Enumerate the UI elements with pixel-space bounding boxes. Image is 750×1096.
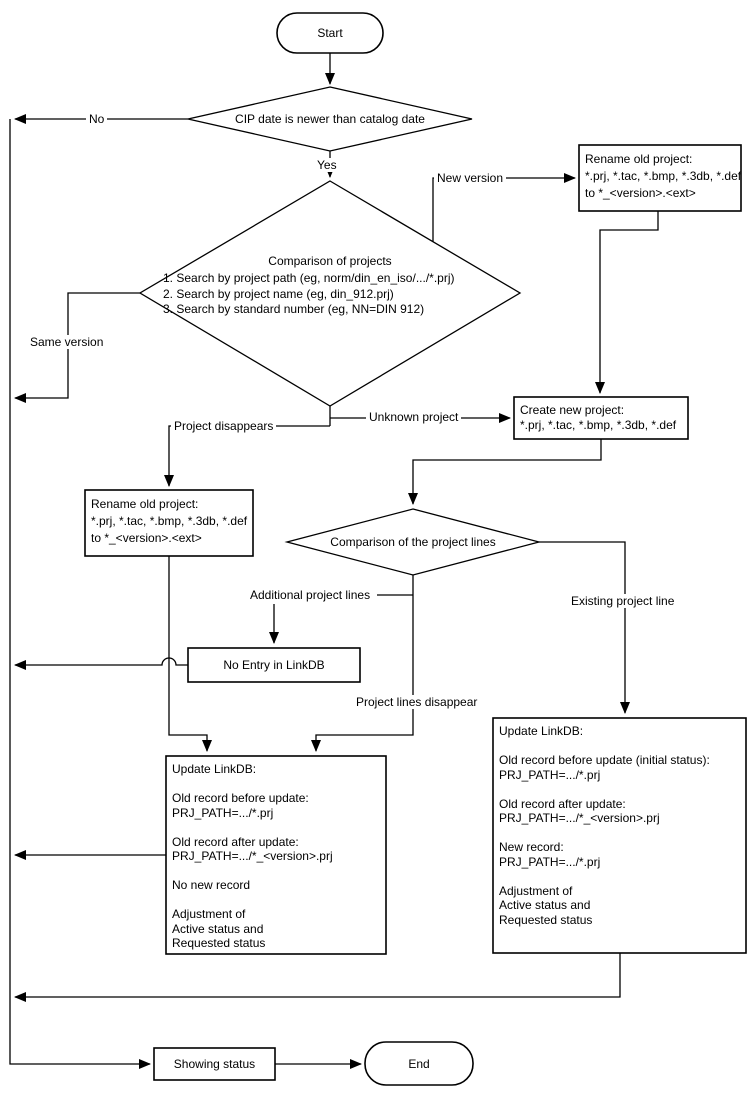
cip-decision-diamond [187, 86, 473, 152]
no-entry-linkdb-label: No Entry in LinkDB [223, 658, 325, 672]
connector-rename-right-to-create [595, 211, 659, 394]
create-new-project-box [513, 396, 689, 440]
rename-old-project-right-text: Rename old project: *.prj, *.tac, *.bmp,… [585, 152, 742, 200]
edge-label-no: No [86, 112, 108, 126]
connector-noentry-to-trunk [14, 657, 188, 670]
connector-new-version [432, 173, 576, 242]
update-linkdb-right-text: Update LinkDB: Old record before update … [499, 724, 710, 927]
create-new-project-text: Create new project: *.prj, *.tac, *.bmp,… [520, 403, 677, 432]
project-comparison-items: 1. Search by project path (eg, norm/din_… [163, 271, 455, 316]
connector-lines-disappear-to-update-left [311, 575, 414, 752]
connector-create-to-line-comparison [408, 439, 602, 505]
connector-existing-project-line [539, 541, 630, 714]
start-label: Start [317, 26, 343, 40]
edge-label-unknown-project: Unknown project [366, 410, 462, 424]
showing-status-box [153, 1047, 276, 1081]
rename-old-project-right-box [578, 144, 742, 212]
update-linkdb-left-text: Update LinkDB: Old record before update:… [172, 762, 333, 950]
line-comparison-label: Comparison of the project lines [330, 535, 496, 549]
connector-rename-left-to-update-left [168, 556, 212, 752]
update-linkdb-right-box [492, 717, 747, 954]
edge-label-new-version: New version [434, 171, 507, 185]
edge-label-project-disappears: Project disappears [171, 419, 277, 433]
edge-label-project-lines-disappear: Project lines disappear [353, 695, 481, 709]
update-linkdb-left-box [165, 755, 387, 955]
project-comparison-diamond [138, 180, 522, 407]
edge-label-additional-project-lines: Additional project lines [247, 588, 374, 602]
connector-left-trunk-to-showing-status [9, 119, 151, 1069]
cip-decision-label: CIP date is newer than catalog date [235, 112, 425, 126]
edge-label-existing-project-line: Existing project line [568, 594, 678, 608]
connector-update-right-to-trunk [14, 953, 621, 1002]
start-terminator-shape [276, 12, 384, 54]
showing-status-label: Showing status [173, 1057, 256, 1071]
rename-old-project-left-text: Rename old project: *.prj, *.tac, *.bmp,… [91, 497, 248, 545]
project-comparison-title: Comparison of projects [268, 254, 392, 268]
no-entry-linkdb-box [187, 647, 361, 683]
connector-project-disappears [164, 425, 330, 487]
end-label: End [408, 1057, 430, 1071]
edge-label-yes: Yes [314, 158, 340, 172]
line-comparison-diamond [284, 508, 542, 576]
end-terminator-shape [364, 1041, 474, 1086]
rename-old-project-left-box [84, 489, 254, 557]
edge-label-same-version: Same version [27, 335, 107, 349]
